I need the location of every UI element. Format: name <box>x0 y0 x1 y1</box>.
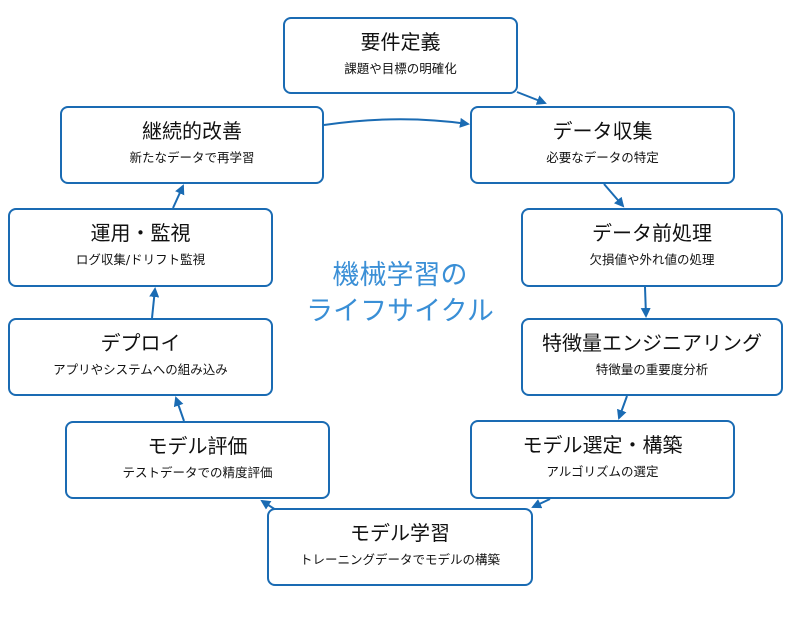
arrow-selection-to-training <box>531 498 551 509</box>
arrow-deploy-to-monitoring <box>149 287 160 319</box>
node-subtitle: 特徴量の重要度分析 <box>595 362 709 377</box>
arrow-monitoring-to-improvement <box>172 184 185 209</box>
node-model-training: モデル学習 トレーニングデータでモデルの構築 <box>267 508 533 586</box>
arrow-evaluation-to-deploy <box>173 396 185 422</box>
node-subtitle: ログ収集/ドリフト監視 <box>75 252 206 267</box>
node-title: 運用・監視 <box>90 221 191 245</box>
node-requirements: 要件定義 課題や目標の明確化 <box>283 17 518 94</box>
node-subtitle: テストデータでの精度評価 <box>122 465 273 480</box>
arrow-feature-to-selection <box>617 395 628 420</box>
node-subtitle: トレーニングデータでモデルの構築 <box>299 552 500 567</box>
node-subtitle: アプリやシステムへの組み込み <box>53 362 228 377</box>
node-data-collection: データ収集 必要なデータの特定 <box>470 106 735 184</box>
node-title: 要件定義 <box>360 30 441 54</box>
node-continuous-improvement: 継続的改善 新たなデータで再学習 <box>60 106 324 184</box>
arrow-requirements-to-collection <box>516 91 547 105</box>
node-operation-monitoring: 運用・監視 ログ収集/ドリフト監視 <box>8 208 273 287</box>
node-model-selection: モデル選定・構築 アルゴリズムの選定 <box>470 420 735 499</box>
node-title: モデル評価 <box>147 434 248 458</box>
node-title: データ収集 <box>552 119 653 143</box>
node-title: モデル学習 <box>350 521 450 545</box>
arrow-collection-to-preprocessing <box>603 183 625 208</box>
node-title: デプロイ <box>100 331 181 355</box>
node-title: 特徴量エンジニアリング <box>542 331 762 355</box>
node-title: データ前処理 <box>592 221 712 245</box>
node-title: モデル選定・構築 <box>522 433 683 457</box>
node-feature-engineering: 特徴量エンジニアリング 特徴量の重要度分析 <box>521 318 783 396</box>
center-title: 機械学習の ライフサイクル <box>290 258 510 330</box>
arrow-preprocessing-to-feature <box>640 286 651 318</box>
node-deploy: デプロイ アプリやシステムへの組み込み <box>8 318 273 396</box>
arrow-improvement-to-collection <box>323 117 470 128</box>
node-model-evaluation: モデル評価 テストデータでの精度評価 <box>65 421 330 499</box>
node-subtitle: アルゴリズムの選定 <box>546 464 659 479</box>
node-title: 継続的改善 <box>142 119 242 143</box>
node-subtitle: 必要なデータの特定 <box>546 150 659 165</box>
node-preprocessing: データ前処理 欠損値や外れ値の処理 <box>521 208 783 287</box>
center-title-line: 機械学習の <box>332 260 468 291</box>
node-subtitle: 新たなデータで再学習 <box>129 150 255 165</box>
node-subtitle: 欠損値や外れ値の処理 <box>589 252 715 267</box>
node-subtitle: 課題や目標の明確化 <box>344 61 457 76</box>
center-title-line: ライフサイクル <box>306 296 494 327</box>
